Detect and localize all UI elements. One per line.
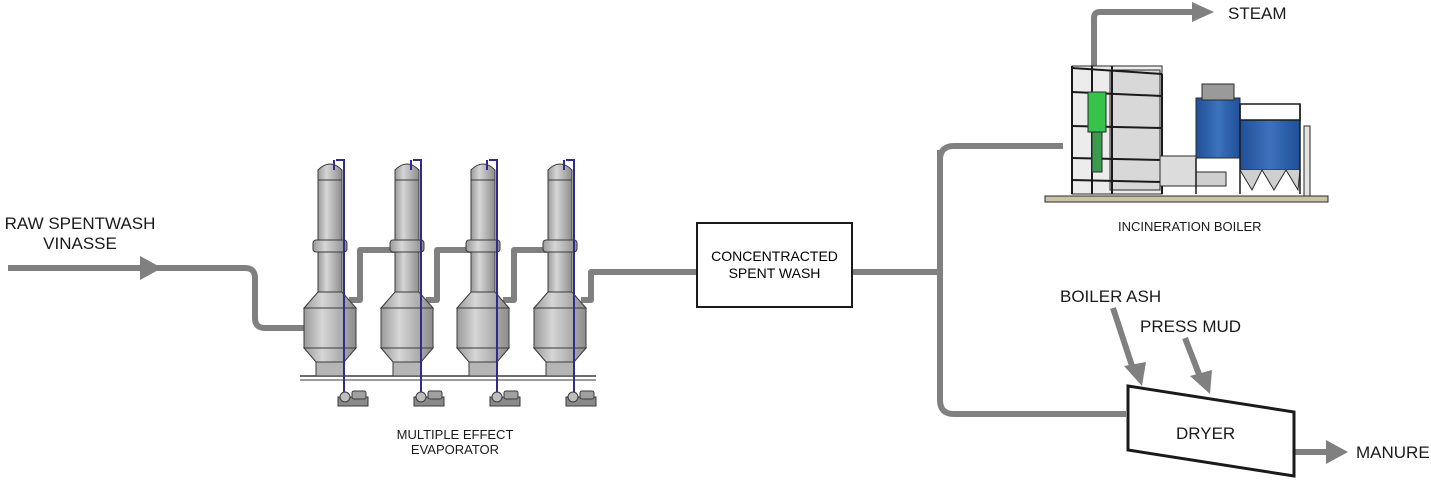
concentrated-spent-wash-line2: SPENT WASH [728,265,821,281]
evaporator-effect-3 [456,159,510,396]
press-mud-label: PRESS MUD [1140,317,1242,336]
evaporator-line2: EVAPORATOR [410,441,500,457]
incineration-boiler-label: INCINERATION BOILER [1118,219,1262,234]
evaporator-effect-1 [303,159,357,396]
evaporator-label: MULTIPLE EFFECT EVAPORATOR [375,427,535,458]
arrow-manure-icon [1326,440,1348,464]
pump-icon [337,390,369,407]
raw-spentwash-line2: VINASSE [43,233,117,253]
manure-label: MANURE [1356,443,1430,462]
steam-label: STEAM [1228,4,1287,23]
arrow-heads [140,2,1348,464]
boiler-ash-label: BOILER ASH [1060,287,1162,306]
pump-icon [565,390,597,407]
raw-spentwash-label: RAW SPENTWASH VINASSE [0,214,160,253]
concentrated-spent-wash-line1: CONCENTRACTED [711,248,838,265]
evaporator-line1: MULTIPLE EFFECT [396,427,514,442]
pump-icon [489,390,521,407]
dryer-label: DRYER [1176,424,1236,443]
evaporator-effect-4 [533,159,587,396]
multiple-effect-evaporator [300,159,597,407]
concentrated-spent-wash-box: CONCENTRACTED SPENT WASH [696,222,853,308]
dryer-box [1126,384,1296,478]
arrow-inlet-icon [140,256,162,280]
pipes [8,9,1330,455]
evaporator-effect-2 [380,159,434,396]
raw-spentwash-line1: RAW SPENTWASH [4,214,156,233]
arrow-boiler-ash-icon [1124,362,1146,386]
arrow-steam-icon [1192,2,1214,22]
arrow-press-mud-icon [1190,370,1212,394]
incineration-boiler [1044,65,1329,203]
pump-icon [413,390,445,407]
